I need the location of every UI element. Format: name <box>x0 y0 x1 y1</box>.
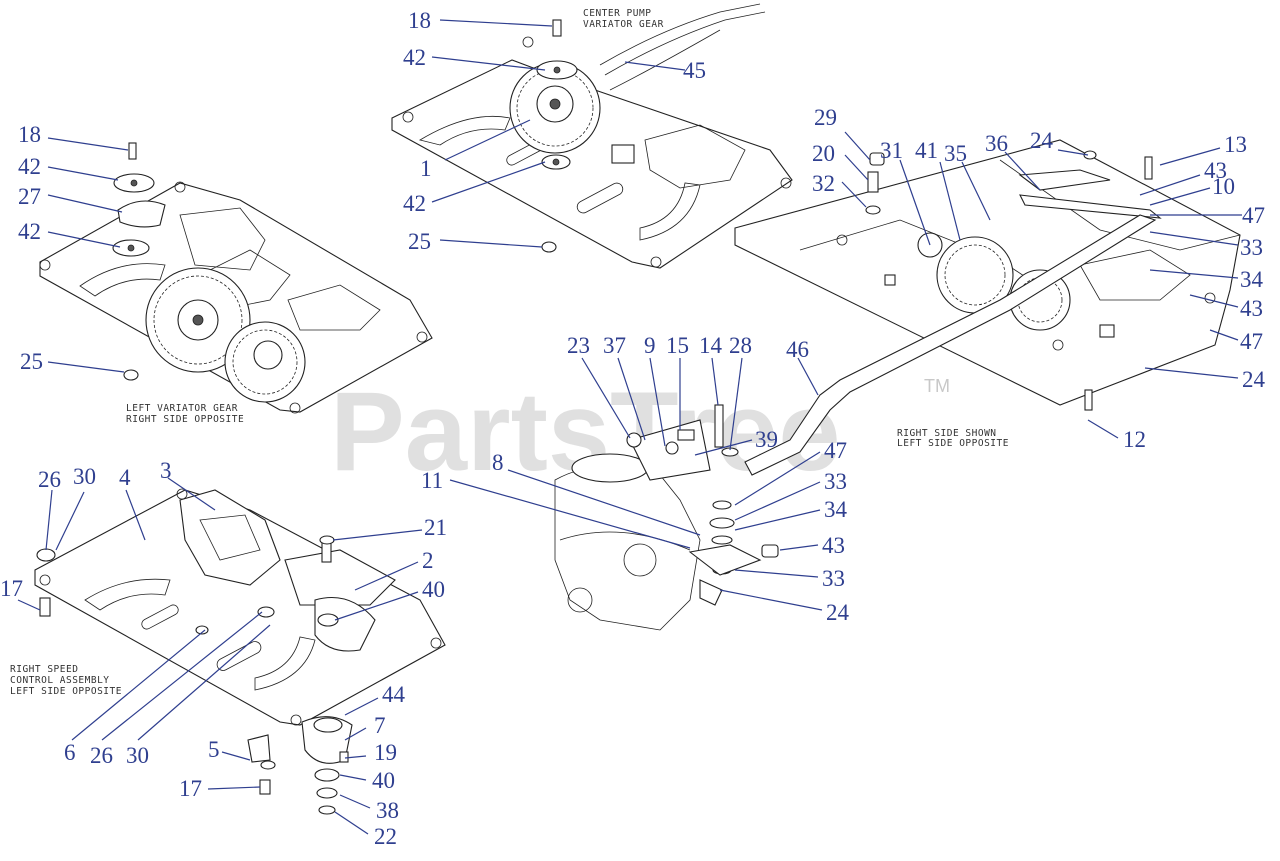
callout-2: 2 <box>422 548 434 573</box>
callout-44: 44 <box>382 682 406 707</box>
callout-40: 40 <box>422 577 445 602</box>
callout-26: 26 <box>90 743 113 768</box>
callout-39: 39 <box>755 427 778 452</box>
callout-1: 1 <box>420 156 432 181</box>
note-center-1: CENTER PUMP <box>583 8 651 19</box>
callout-42: 42 <box>18 154 41 179</box>
callout-37: 37 <box>603 333 626 358</box>
callout-33: 33 <box>1240 235 1263 260</box>
callout-43: 43 <box>1204 158 1227 183</box>
leader-lines <box>17 19 1242 835</box>
callout-35: 35 <box>944 141 967 166</box>
speed-control-plate <box>34 488 446 815</box>
callout-36: 36 <box>985 131 1008 156</box>
callout-47: 47 <box>824 438 847 463</box>
callout-5: 5 <box>208 737 220 762</box>
callout-26: 26 <box>38 467 61 492</box>
callout-34: 34 <box>1240 267 1264 292</box>
note-left-1: LEFT VARIATOR GEAR <box>126 403 238 414</box>
callout-31: 31 <box>880 138 903 163</box>
callout-17: 17 <box>0 576 23 601</box>
callout-33: 33 <box>822 566 845 591</box>
callout-18: 18 <box>18 122 41 147</box>
note-bottom-left-3: LEFT SIDE OPPOSITE <box>10 686 122 697</box>
note-right-1: RIGHT SIDE SHOWN <box>897 428 997 439</box>
callout-40: 40 <box>372 768 395 793</box>
callout-29: 29 <box>814 105 837 130</box>
callout-42: 42 <box>403 191 426 216</box>
callout-41: 41 <box>915 138 938 163</box>
callout-45: 45 <box>683 58 706 83</box>
callout-42: 42 <box>403 45 426 70</box>
callout-32: 32 <box>812 171 835 196</box>
callout-47: 47 <box>1240 329 1263 354</box>
callout-24: 24 <box>826 600 850 625</box>
callout-17: 17 <box>179 776 202 801</box>
watermark-trademark: TM <box>924 376 950 396</box>
note-right-2: LEFT SIDE OPPOSITE <box>897 438 1009 449</box>
callout-22: 22 <box>374 824 397 849</box>
callouts: 18 42 45 1 42 25 18 42 27 42 25 29 20 32… <box>0 8 1266 849</box>
callout-21: 21 <box>424 515 447 540</box>
callout-25: 25 <box>408 229 431 254</box>
callout-33: 33 <box>824 469 847 494</box>
callout-43: 43 <box>822 533 845 558</box>
note-bottom-left-2: CONTROL ASSEMBLY <box>10 675 110 686</box>
callout-25: 25 <box>20 349 43 374</box>
callout-27: 27 <box>18 184 41 209</box>
callout-34: 34 <box>824 497 848 522</box>
callout-9: 9 <box>644 333 656 358</box>
callout-4: 4 <box>119 465 131 490</box>
callout-15: 15 <box>666 333 689 358</box>
right-side-plate <box>734 139 1241 476</box>
callout-30: 30 <box>73 464 96 489</box>
callout-24: 24 <box>1242 367 1266 392</box>
callout-19: 19 <box>374 740 397 765</box>
callout-7: 7 <box>374 713 386 738</box>
note-center-2: VARIATOR GEAR <box>583 19 664 30</box>
callout-28: 28 <box>729 333 752 358</box>
callout-11: 11 <box>421 468 443 493</box>
callout-47: 47 <box>1242 203 1265 228</box>
callout-20: 20 <box>812 141 835 166</box>
callout-46: 46 <box>786 337 809 362</box>
callout-3: 3 <box>160 458 172 483</box>
left-variator-plate <box>39 142 433 414</box>
note-bottom-left-1: RIGHT SPEED <box>10 664 78 675</box>
callout-13: 13 <box>1224 132 1247 157</box>
callout-14: 14 <box>699 333 723 358</box>
callout-8: 8 <box>492 450 504 475</box>
callout-30: 30 <box>126 743 149 768</box>
callout-43: 43 <box>1240 296 1263 321</box>
callout-24: 24 <box>1030 128 1054 153</box>
callout-18: 18 <box>408 8 431 33</box>
callout-23: 23 <box>567 333 590 358</box>
callout-10: 10 <box>1212 174 1235 199</box>
center-variator-plate <box>391 3 793 269</box>
note-left-2: RIGHT SIDE OPPOSITE <box>126 414 244 425</box>
callout-6: 6 <box>64 740 76 765</box>
callout-12: 12 <box>1123 427 1146 452</box>
linkage-assembly <box>554 404 779 631</box>
callout-38: 38 <box>376 798 399 823</box>
callout-42: 42 <box>18 219 41 244</box>
